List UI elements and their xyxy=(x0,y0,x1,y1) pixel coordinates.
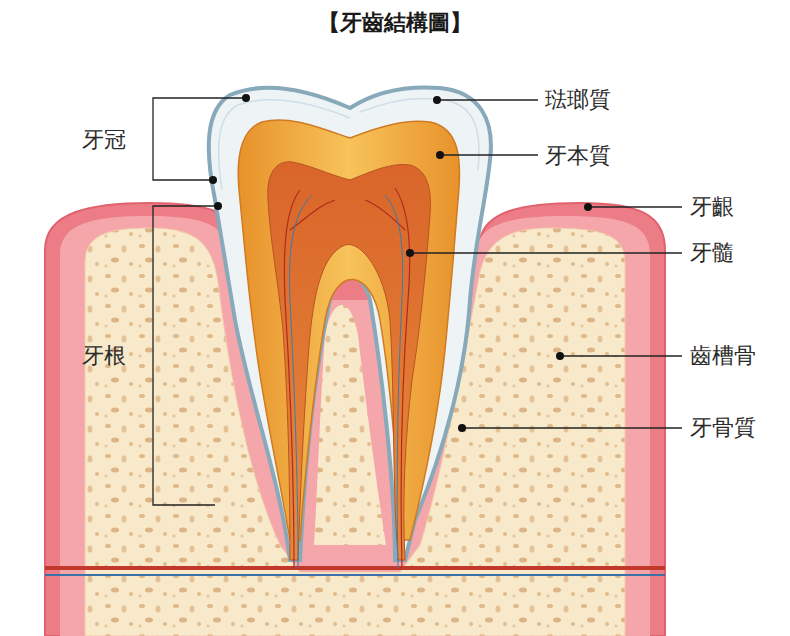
part-label: 牙本質 xyxy=(545,142,611,170)
leader-dot xyxy=(458,424,466,432)
blood-vessels xyxy=(45,568,665,575)
part-label: 牙骨質 xyxy=(690,414,756,442)
part-label: 牙根 xyxy=(82,342,126,370)
part-label: 齒槽骨 xyxy=(690,342,756,370)
diagram-title: 【牙齒結構圖】 xyxy=(0,8,790,38)
leader-dot xyxy=(406,249,414,257)
leader-dot xyxy=(584,203,592,211)
root-bracket xyxy=(153,206,218,505)
artery xyxy=(45,566,665,570)
bone-leader xyxy=(560,355,682,356)
leader-dot xyxy=(214,202,222,210)
tooth xyxy=(209,87,491,568)
leader-dot xyxy=(436,151,444,159)
pulp-nerves xyxy=(290,195,403,568)
part-label: 牙髓 xyxy=(690,239,734,267)
enamel-cementum xyxy=(209,87,491,560)
leader-dot xyxy=(556,352,564,360)
part-label: 牙齦 xyxy=(690,193,734,221)
pulp-leader xyxy=(410,252,682,253)
part-label: 牙冠 xyxy=(82,126,126,154)
pulp xyxy=(268,162,431,560)
pulp-vessels xyxy=(284,188,409,568)
leader-lines xyxy=(153,98,682,505)
leader-dot xyxy=(242,94,250,102)
leader-dots xyxy=(209,94,592,432)
crown-bracket xyxy=(153,98,246,180)
leader-dot xyxy=(209,176,217,184)
cementum-leader xyxy=(462,427,682,428)
dentin-leader xyxy=(440,154,538,155)
vein xyxy=(45,574,665,576)
leader-dot xyxy=(433,96,441,104)
gum-leader xyxy=(588,206,682,207)
enamel-leader xyxy=(437,99,538,100)
part-label: 琺瑯質 xyxy=(545,86,611,114)
